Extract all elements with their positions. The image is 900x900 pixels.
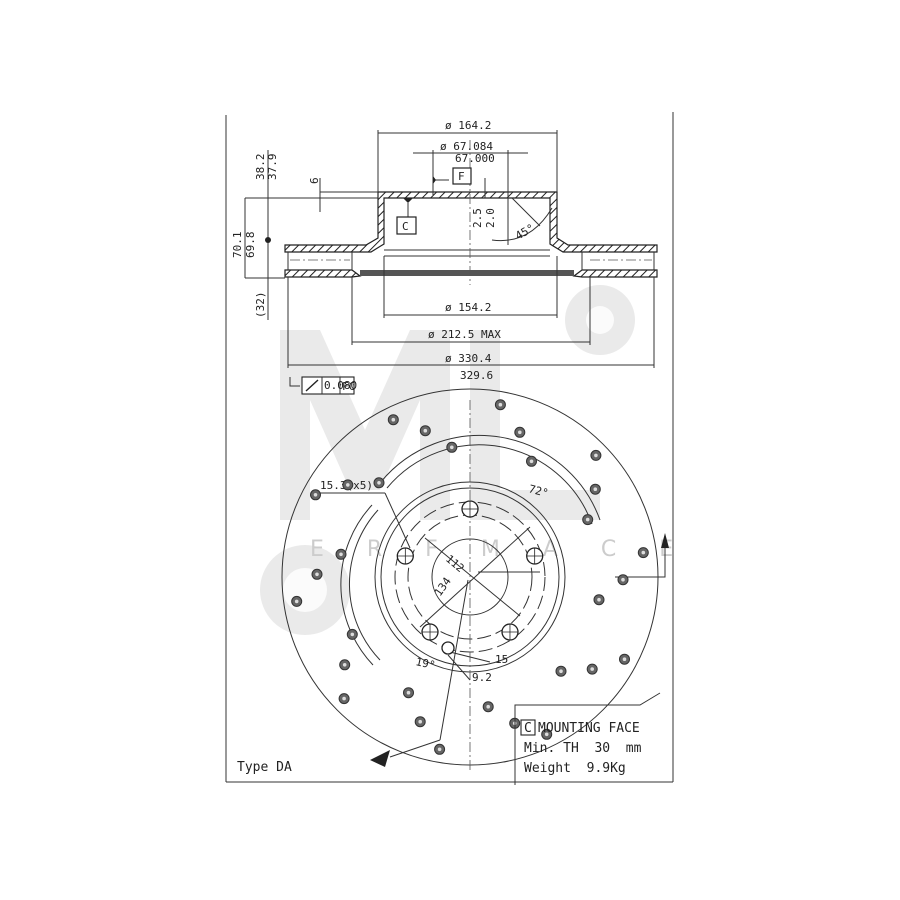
datum-f: F bbox=[458, 170, 465, 183]
drilled-hole-center bbox=[350, 632, 355, 637]
type-label: Type DA bbox=[237, 760, 292, 775]
datum-c: C bbox=[402, 220, 409, 233]
drilled-hole-center bbox=[377, 481, 381, 485]
drilled-hole-center bbox=[342, 696, 346, 701]
tolerance-value: 0.080 bbox=[324, 379, 357, 392]
drilled-hole-center bbox=[597, 597, 601, 602]
small-dim-a: 15 bbox=[495, 653, 508, 666]
angle-label: 72° bbox=[527, 482, 550, 500]
drilled-hole-center bbox=[437, 747, 442, 752]
dim-chamfer-lower: 2.0 bbox=[484, 208, 497, 228]
drilled-hole-center bbox=[559, 669, 563, 673]
dim-hat-diameter: ø 164.2 bbox=[445, 119, 491, 132]
dim-hat-height-upper: 38.2 bbox=[254, 154, 267, 181]
drilled-hole-center bbox=[315, 572, 319, 577]
drilled-hole-center bbox=[518, 430, 522, 435]
drilled-hole-center bbox=[450, 445, 454, 450]
drilled-hole-center bbox=[486, 704, 491, 709]
drilled-hole-center bbox=[423, 428, 428, 433]
section-view: ø 164.2 ø 67.084 67.000 F C 2.5 2.0 45° … bbox=[231, 119, 658, 382]
dim-chamfer-angle: 45° bbox=[513, 221, 537, 242]
locating-hole bbox=[441, 641, 455, 655]
drilled-hole-center bbox=[406, 690, 411, 695]
watermark-subtitle: E R F M A C E bbox=[310, 537, 691, 562]
dim-bore-min: 67.000 bbox=[455, 152, 495, 165]
diameter-label: 134 bbox=[432, 575, 454, 599]
drilled-hole-center bbox=[391, 417, 396, 422]
drilled-hole-center bbox=[593, 487, 598, 492]
dim-friction-thickness: (32) bbox=[254, 292, 267, 319]
drilled-hole-center bbox=[498, 402, 503, 407]
dim-total-height-upper: 70.1 bbox=[231, 232, 244, 259]
dim-friction-max: ø 212.5 MAX bbox=[428, 328, 501, 341]
mounting-face-datum: C bbox=[524, 721, 532, 736]
drilled-hole-center bbox=[294, 599, 299, 604]
dim-inner-diameter: ø 154.2 bbox=[445, 301, 491, 314]
drilled-hole-center bbox=[529, 459, 534, 464]
drawing-frame bbox=[225, 112, 674, 783]
dim-hat-thickness: 6 bbox=[308, 177, 321, 184]
weight: Weight 9.9Kg bbox=[524, 761, 626, 776]
dim-outer-diameter-upper: ø 330.4 bbox=[445, 352, 492, 365]
tolerance-datum: FC bbox=[342, 380, 355, 393]
dim-total-height-lower: 69.8 bbox=[244, 232, 257, 259]
drilled-hole-center bbox=[418, 719, 423, 724]
min-thickness: Min. TH 30 mm bbox=[524, 741, 642, 756]
drilled-hole-center bbox=[590, 667, 594, 671]
dim-chamfer-upper: 2.5 bbox=[471, 208, 484, 228]
drilled-hole-center bbox=[585, 517, 590, 522]
dim-bore-max: ø 67.084 bbox=[440, 140, 493, 153]
drilled-hole-center bbox=[544, 732, 549, 737]
drilled-hole-center bbox=[594, 453, 598, 458]
dim-hat-height-lower: 37.9 bbox=[266, 154, 279, 181]
drilled-hole-center bbox=[339, 552, 343, 557]
drilled-hole-center bbox=[346, 483, 350, 487]
drilled-hole-center bbox=[641, 550, 646, 555]
drilled-hole-center bbox=[622, 657, 627, 661]
drilled-hole-center bbox=[313, 493, 318, 497]
section-arrow-icon bbox=[661, 533, 669, 548]
small-angle-label: 19° bbox=[414, 655, 436, 672]
tolerance-frame: 0.080 FC bbox=[289, 376, 357, 395]
plan-view: 15.3(x5) 72° 112 134 19° 15 9.2 bbox=[281, 388, 669, 770]
dim-outer-diameter-lower: 329.6 bbox=[460, 369, 493, 382]
small-dim-b: 9.2 bbox=[472, 671, 492, 684]
drilled-hole-center bbox=[342, 663, 347, 667]
notes-block: C MOUNTING FACE Min. TH 30 mm Weight 9.9… bbox=[514, 692, 661, 785]
mounting-face-label: MOUNTING FACE bbox=[538, 721, 640, 736]
drilled-hole-center bbox=[621, 577, 625, 582]
runout-icon bbox=[305, 379, 319, 392]
